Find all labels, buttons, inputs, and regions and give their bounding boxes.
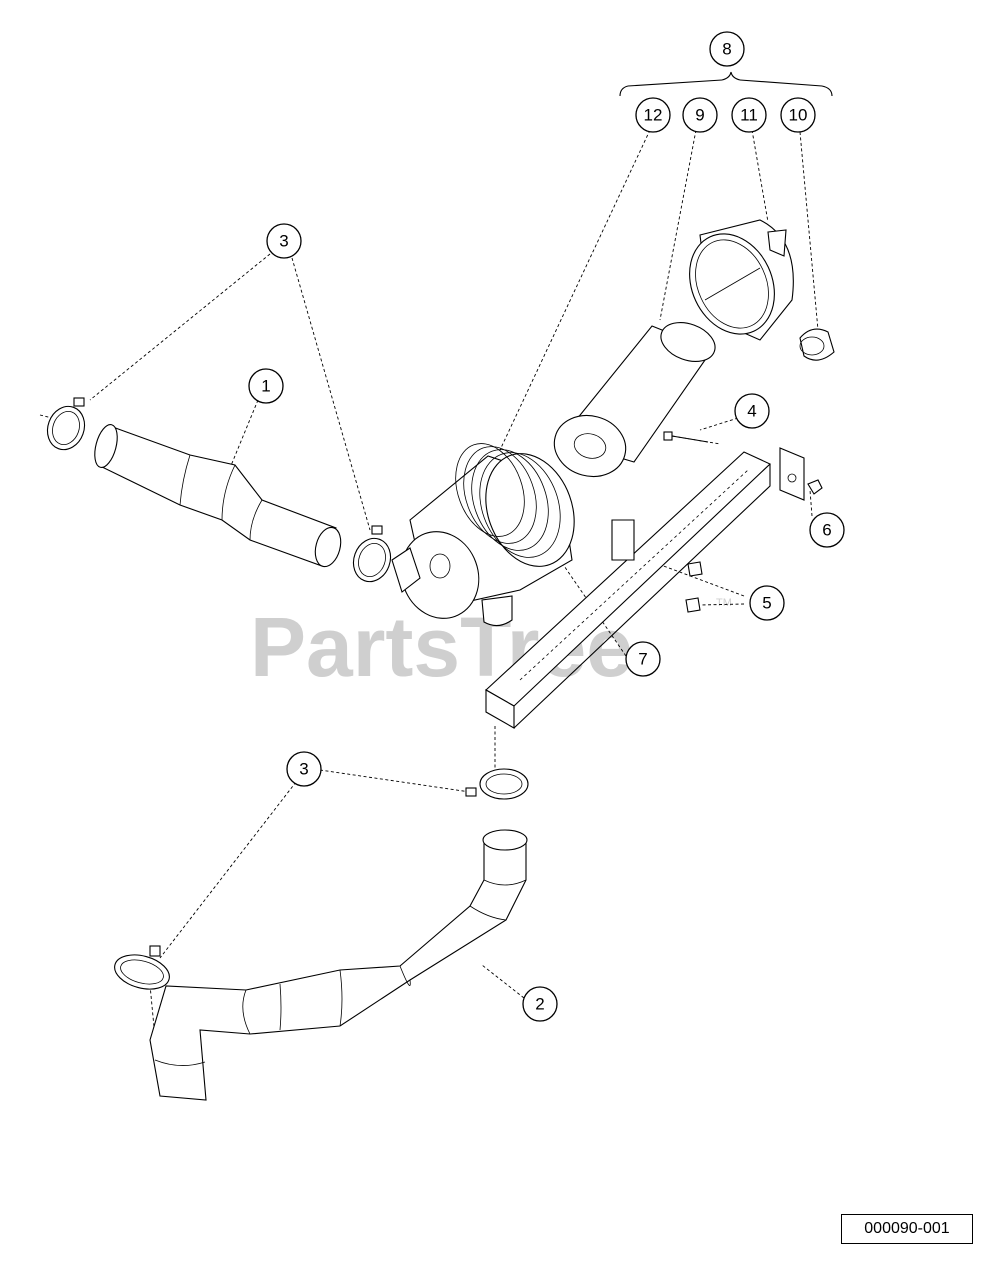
svg-text:3: 3: [299, 760, 308, 779]
part-lower-hose: [149, 829, 528, 1101]
svg-text:4: 4: [747, 402, 756, 421]
callout-12: 12: [635, 97, 671, 133]
callout-7: 7: [625, 641, 661, 677]
callout-8: 8: [709, 31, 745, 67]
svg-text:1: 1: [261, 377, 270, 396]
callout-11: 11: [731, 97, 767, 133]
callout-5: 5: [749, 585, 785, 621]
callout-1: 1: [248, 368, 284, 404]
figure-id-label: 000090-001: [841, 1214, 973, 1244]
svg-text:2: 2: [535, 995, 544, 1014]
callout-3-upper: 3: [266, 223, 302, 259]
callout-3-lower: 3: [286, 751, 322, 787]
part-intake-hose: [94, 424, 342, 568]
svg-text:9: 9: [695, 106, 704, 125]
part-hose-clamp-lower-top: [465, 768, 529, 800]
group-bracket-8: [619, 71, 833, 97]
part-angle-bracket: [779, 447, 805, 501]
watermark-trademark: TM: [716, 597, 732, 609]
callout-6: 6: [809, 512, 845, 548]
part-mounting-bar: [485, 451, 771, 729]
callout-4: 4: [734, 393, 770, 429]
callout-10: 10: [780, 97, 816, 133]
svg-text:5: 5: [762, 594, 771, 613]
part-nut: [807, 479, 823, 495]
part-hose-clamp-upper-right: [352, 525, 392, 583]
svg-text:7: 7: [638, 650, 647, 669]
part-hose-clamp-lower-left: [114, 945, 170, 990]
part-bolt: [663, 431, 709, 443]
part-screws: [685, 561, 703, 613]
part-filter-element: [553, 322, 716, 477]
svg-text:10: 10: [789, 106, 808, 125]
part-air-cleaner-body: [391, 443, 575, 627]
callout-9: 9: [682, 97, 718, 133]
svg-text:12: 12: [644, 106, 663, 125]
svg-text:6: 6: [822, 521, 831, 540]
callout-2: 2: [522, 986, 558, 1022]
svg-text:11: 11: [740, 106, 758, 125]
svg-text:8: 8: [722, 40, 731, 59]
part-filter-cover: [689, 219, 794, 341]
part-vacuator-valve: [799, 328, 835, 361]
part-hose-clamp-upper-left: [46, 397, 86, 451]
svg-text:3: 3: [279, 232, 288, 251]
